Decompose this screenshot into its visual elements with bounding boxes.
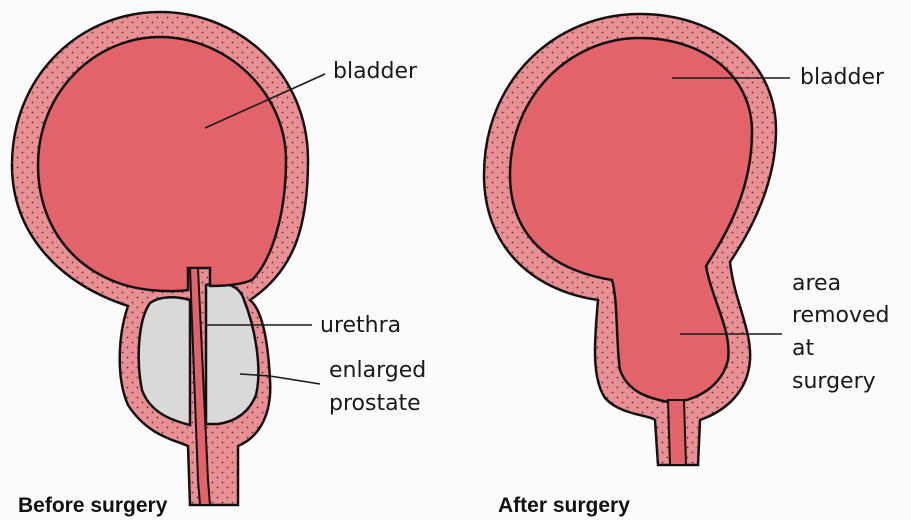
- before-bladder-lumen: [38, 37, 286, 291]
- after-area-removed-label-line4: surgery: [792, 369, 876, 394]
- before-surgery-figure: [12, 12, 308, 505]
- before-bladder-label: bladder: [333, 59, 418, 84]
- after-area-removed-label-line2: removed: [792, 303, 890, 328]
- after-area-removed-label-line3: at: [792, 336, 814, 361]
- after-surgery-figure: [484, 14, 776, 465]
- after-urethra-channel: [668, 400, 686, 465]
- before-surgery-caption: Before surgery: [18, 494, 168, 517]
- before-prostate-label-line2: prostate: [329, 391, 421, 416]
- after-bladder-lumen: [510, 38, 752, 402]
- before-prostate-label-line1: enlarged: [329, 358, 426, 383]
- after-surgery-caption: After surgery: [498, 494, 630, 517]
- after-area-removed-label-line1: area: [792, 271, 841, 296]
- before-urethra-label: urethra: [320, 313, 401, 338]
- after-bladder-label: bladder: [800, 65, 885, 90]
